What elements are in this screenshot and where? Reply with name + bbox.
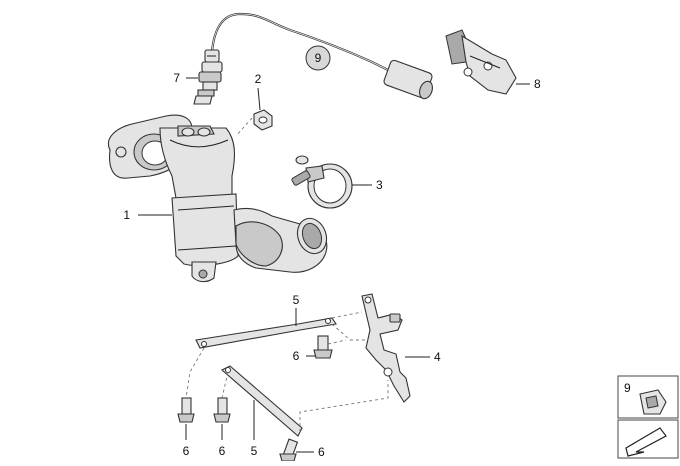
- callout-8: 8: [534, 77, 541, 91]
- leader-lines: [138, 77, 530, 453]
- callout-6-center: 6: [219, 444, 226, 458]
- support-strap-lower: [221, 365, 303, 437]
- inset-panel: 9: [617, 375, 679, 459]
- callout-6-left: 6: [183, 444, 190, 458]
- mounting-bracket: [445, 29, 517, 95]
- exhaust-clamp: [291, 155, 353, 209]
- callout-1: 1: [123, 208, 130, 222]
- hex-nut: [253, 109, 273, 131]
- bolt-right: [279, 438, 299, 462]
- support-strap-upper: [195, 317, 337, 349]
- bolt-left: [177, 397, 195, 423]
- callout-7: 7: [173, 71, 180, 85]
- bolt-center: [213, 397, 231, 423]
- support-bracket: [361, 293, 411, 403]
- callout-9: 9: [315, 51, 322, 65]
- callout-labels: 1 2 3 4 5 5 6 6 6 6 7 8: [123, 71, 541, 459]
- callout-5-lower: 5: [251, 444, 258, 458]
- callout-5-upper: 5: [293, 293, 300, 307]
- callout-6-middle: 6: [293, 349, 300, 363]
- callout-3: 3: [376, 178, 383, 192]
- callout-2: 2: [255, 72, 262, 86]
- oxygen-sensor: [193, 12, 389, 105]
- sensor-connector: [383, 59, 433, 100]
- arrow-icon: [625, 427, 667, 457]
- catalytic-converter: [108, 114, 328, 283]
- callout-4: 4: [434, 350, 441, 364]
- assembly-lines: [185, 117, 389, 432]
- callout-9-circle: 9: [305, 45, 331, 71]
- bolt-middle: [313, 335, 333, 359]
- inset-label: 9: [624, 381, 631, 395]
- callout-6-right: 6: [318, 445, 325, 459]
